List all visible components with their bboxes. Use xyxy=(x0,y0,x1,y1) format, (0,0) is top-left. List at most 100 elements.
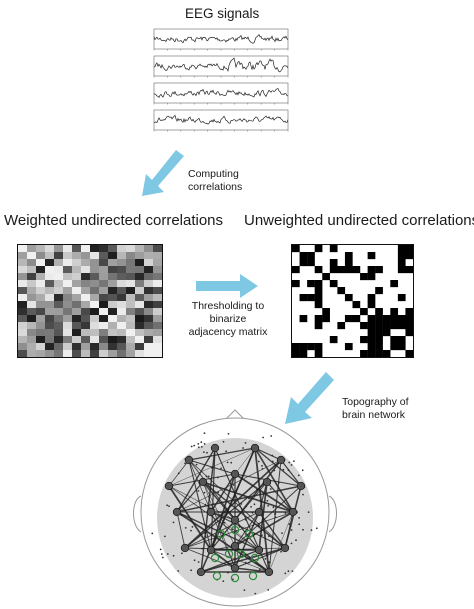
weighted-matrix-cell xyxy=(108,315,118,323)
network-edge xyxy=(234,511,294,547)
weighted-matrix-cell xyxy=(54,280,64,288)
weighted-matrix-cell xyxy=(153,336,162,344)
adjacency-matrix-cell xyxy=(405,329,413,337)
electrode-dot xyxy=(253,503,256,506)
weighted-matrix-cell xyxy=(153,259,162,267)
network-edge xyxy=(188,459,212,551)
weighted-matrix-cell xyxy=(27,259,37,267)
weighted-matrix-cell xyxy=(108,336,118,344)
weighted-matrix-cell xyxy=(36,252,46,260)
electrode-dot xyxy=(197,561,200,563)
adjacency-matrix-cell xyxy=(337,266,346,274)
eeg-trace xyxy=(153,33,289,44)
network-node xyxy=(254,545,264,555)
adjacency-matrix-cell xyxy=(367,343,376,351)
electrode-dot xyxy=(250,506,252,508)
electrode-dot xyxy=(290,464,293,466)
adjacency-matrix-cell xyxy=(405,322,413,330)
weighted-matrix-cell xyxy=(63,245,73,253)
weighted-matrix-cell xyxy=(27,322,37,330)
network-edge xyxy=(188,459,286,549)
weighted-matrix-cell xyxy=(54,329,64,337)
adjacency-matrix-cell xyxy=(299,252,308,260)
electrode-dot xyxy=(297,474,300,477)
weighted-matrix-cell xyxy=(117,329,127,337)
weighted-matrix-cell xyxy=(27,273,37,281)
weighted-matrix-cell xyxy=(18,301,28,309)
weighted-matrix-cell xyxy=(18,315,28,323)
weighted-matrix-cell xyxy=(135,329,145,337)
weighted-matrix-cell xyxy=(108,287,118,295)
electrode-dot xyxy=(226,461,229,464)
adjacency-matrix-cell xyxy=(382,350,391,357)
adjacency-matrix-cell xyxy=(382,322,391,330)
electrode-dot xyxy=(310,529,313,531)
weighted-matrix-cell xyxy=(63,273,73,281)
weighted-matrix-cell xyxy=(117,315,127,323)
eeg-trace xyxy=(153,114,289,125)
right-ear-outline xyxy=(328,495,337,533)
binary-adjacency-matrix xyxy=(291,244,414,358)
highlighted-node xyxy=(250,553,260,563)
weighted-matrix-cell xyxy=(18,259,28,267)
weighted-matrix-cell xyxy=(81,350,91,357)
weighted-matrix-cell xyxy=(81,273,91,281)
weighted-matrix-cell xyxy=(45,259,55,267)
network-edge xyxy=(210,447,216,551)
network-edge xyxy=(254,447,294,513)
electrode-dot xyxy=(190,445,193,448)
weighted-correlation-matrix xyxy=(17,244,163,358)
weighted-matrix-cell xyxy=(99,252,109,260)
electrode-dot xyxy=(267,589,270,591)
weighted-matrix-cell xyxy=(45,329,55,337)
weighted-matrix-cell xyxy=(45,301,55,309)
weighted-matrix-cell xyxy=(90,315,100,323)
weighted-matrix-cell xyxy=(99,273,109,281)
weighted-matrix-cell xyxy=(117,294,127,302)
adjacency-matrix-cell xyxy=(322,308,330,316)
network-edge xyxy=(200,549,260,573)
adjacency-matrix-cell xyxy=(405,252,413,260)
weighted-matrix-cell xyxy=(90,245,100,253)
weighted-matrix-cell xyxy=(54,294,64,302)
adjacency-matrix-cell xyxy=(360,273,368,281)
weighted-matrix-cell xyxy=(144,273,154,281)
weighted-matrix-cell xyxy=(135,322,145,330)
highlighted-node xyxy=(212,571,222,581)
weighted-matrix-cell xyxy=(36,294,46,302)
weighted-matrix-title: Weighted undirected correlations xyxy=(4,212,224,229)
eeg-channel-frame xyxy=(153,28,289,50)
weighted-matrix-cell xyxy=(144,280,154,288)
adjacency-matrix-cell xyxy=(397,252,406,260)
adjacency-matrix-cell xyxy=(314,266,323,274)
adjacency-matrix-cell xyxy=(367,329,376,337)
electrode-dot xyxy=(258,568,261,571)
weighted-matrix-cell xyxy=(72,245,82,253)
computing-arrow xyxy=(142,150,184,196)
weighted-matrix-cell xyxy=(99,245,109,253)
network-edge xyxy=(176,485,302,513)
adjacency-matrix-cell xyxy=(314,322,323,330)
electrode-dot xyxy=(315,527,318,530)
weighted-matrix-cell xyxy=(27,280,37,288)
weighted-matrix-cell xyxy=(90,336,100,344)
adjacency-matrix-cell xyxy=(390,322,399,330)
weighted-matrix-cell xyxy=(153,329,162,337)
weighted-matrix-cell xyxy=(72,294,82,302)
weighted-matrix-cell xyxy=(117,287,127,295)
weighted-matrix-cell xyxy=(72,266,82,274)
weighted-matrix-cell xyxy=(36,315,46,323)
network-edge xyxy=(210,473,236,513)
thresholding-arrow xyxy=(196,274,258,298)
weighted-matrix-cell xyxy=(117,343,127,351)
weighted-matrix-cell xyxy=(144,287,154,295)
weighted-matrix-cell xyxy=(117,273,127,281)
weighted-matrix-cell xyxy=(54,343,64,351)
weighted-matrix-cell xyxy=(18,343,28,351)
weighted-matrix-cell xyxy=(54,322,64,330)
weighted-matrix-cell xyxy=(18,336,28,344)
weighted-matrix-cell xyxy=(135,308,145,316)
electrode-dot xyxy=(307,511,310,513)
weighted-matrix-cell xyxy=(135,252,145,260)
adjacency-matrix-cell xyxy=(367,273,376,281)
